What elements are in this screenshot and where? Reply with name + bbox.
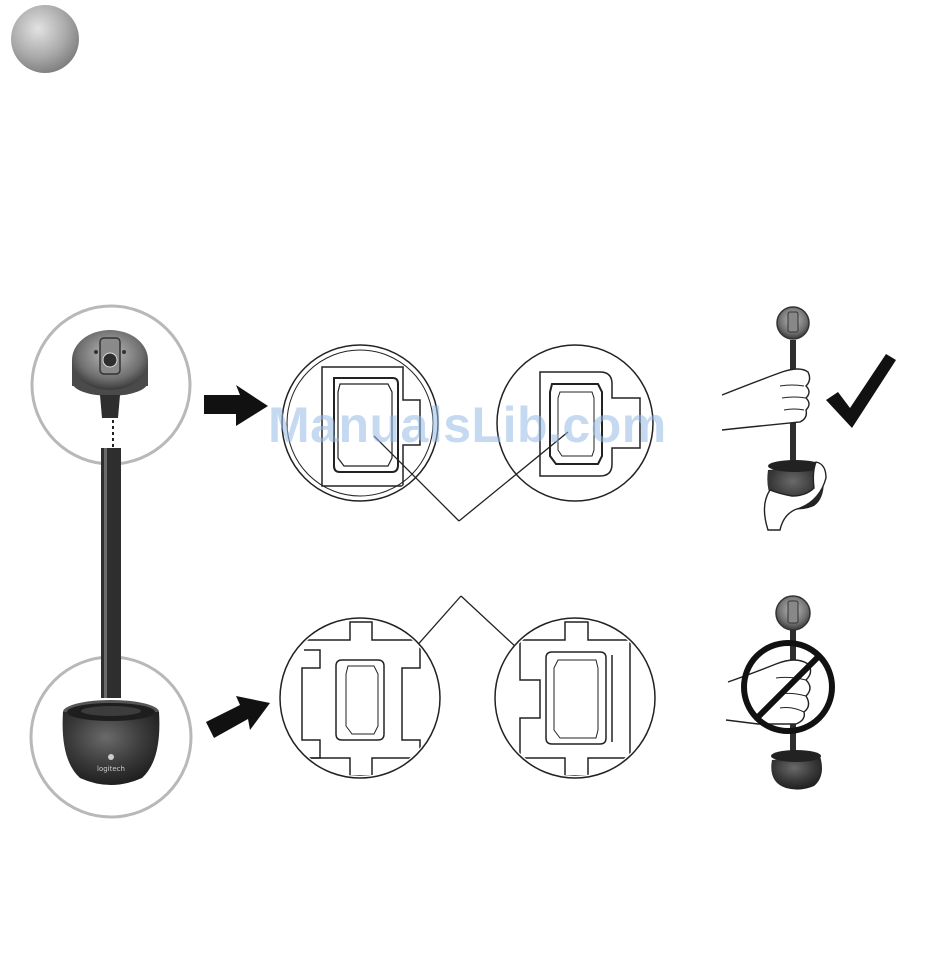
base-socket-detail-a — [280, 618, 440, 778]
correct-handling-illustration — [722, 307, 826, 530]
base-socket-detail-b — [495, 618, 655, 778]
base-illustration: logitech — [63, 700, 160, 785]
camera-stem — [101, 420, 121, 698]
incorrect-handling-illustration — [726, 596, 822, 790]
check-mark-icon — [826, 354, 896, 428]
watermark-text: ManualsLib.com — [268, 396, 667, 454]
arrow-right-icon — [206, 696, 270, 738]
step-number-badge — [11, 5, 79, 73]
logitech-logo-icon — [108, 754, 114, 760]
arrow-right-icon — [204, 385, 268, 426]
base-logo-text: logitech — [97, 765, 125, 773]
